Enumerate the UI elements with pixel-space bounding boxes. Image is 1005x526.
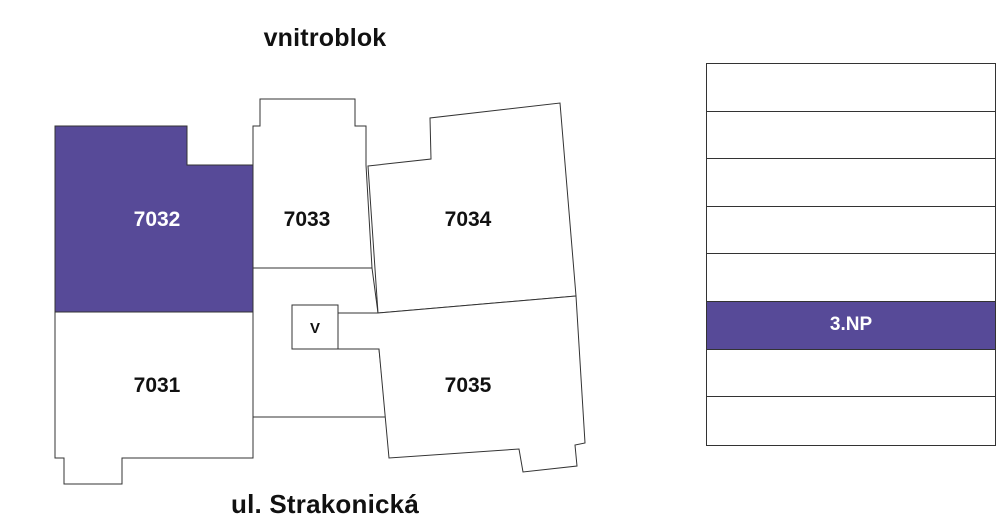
unit-label-7034: 7034 xyxy=(445,208,492,231)
unit-7032[interactable]: 7032 xyxy=(54,125,254,313)
unit-7034[interactable]: 7034 xyxy=(367,102,577,314)
unit-label-7035: 7035 xyxy=(445,374,492,397)
unit-shape-7031[interactable] xyxy=(54,311,254,485)
courtyard-label: vnitroblok xyxy=(263,24,387,52)
unit-shape-7035[interactable] xyxy=(337,295,586,473)
floor-row-2[interactable] xyxy=(707,112,995,160)
unit-shape-7033[interactable] xyxy=(252,98,373,269)
floor-plan: 7031 7032 7033 7034 7035 V xyxy=(54,98,586,485)
stair-core: V xyxy=(291,304,339,350)
floor-row-3[interactable] xyxy=(707,159,995,207)
stair-box xyxy=(291,304,339,350)
floor-row-4[interactable] xyxy=(707,207,995,255)
floor-row-1[interactable] xyxy=(707,64,995,112)
unit-7031[interactable]: 7031 xyxy=(54,311,254,485)
unit-label-7031: 7031 xyxy=(134,374,181,397)
floor-row-3np-active[interactable]: 3.NP xyxy=(707,301,995,350)
street-label: ul. Strakonická xyxy=(231,489,419,519)
unit-7035[interactable]: 7035 xyxy=(337,295,586,473)
floor-row-5[interactable] xyxy=(707,254,995,302)
unit-label-7032: 7032 xyxy=(134,208,181,231)
floor-row-8[interactable] xyxy=(707,397,995,445)
floor-selector: 3.NP xyxy=(706,63,996,446)
unit-label-7033: 7033 xyxy=(284,208,331,231)
stair-label: V xyxy=(310,320,320,337)
unit-7033[interactable]: 7033 xyxy=(252,98,373,269)
floor-row-7[interactable] xyxy=(707,350,995,398)
floor-label: 3.NP xyxy=(829,314,873,336)
